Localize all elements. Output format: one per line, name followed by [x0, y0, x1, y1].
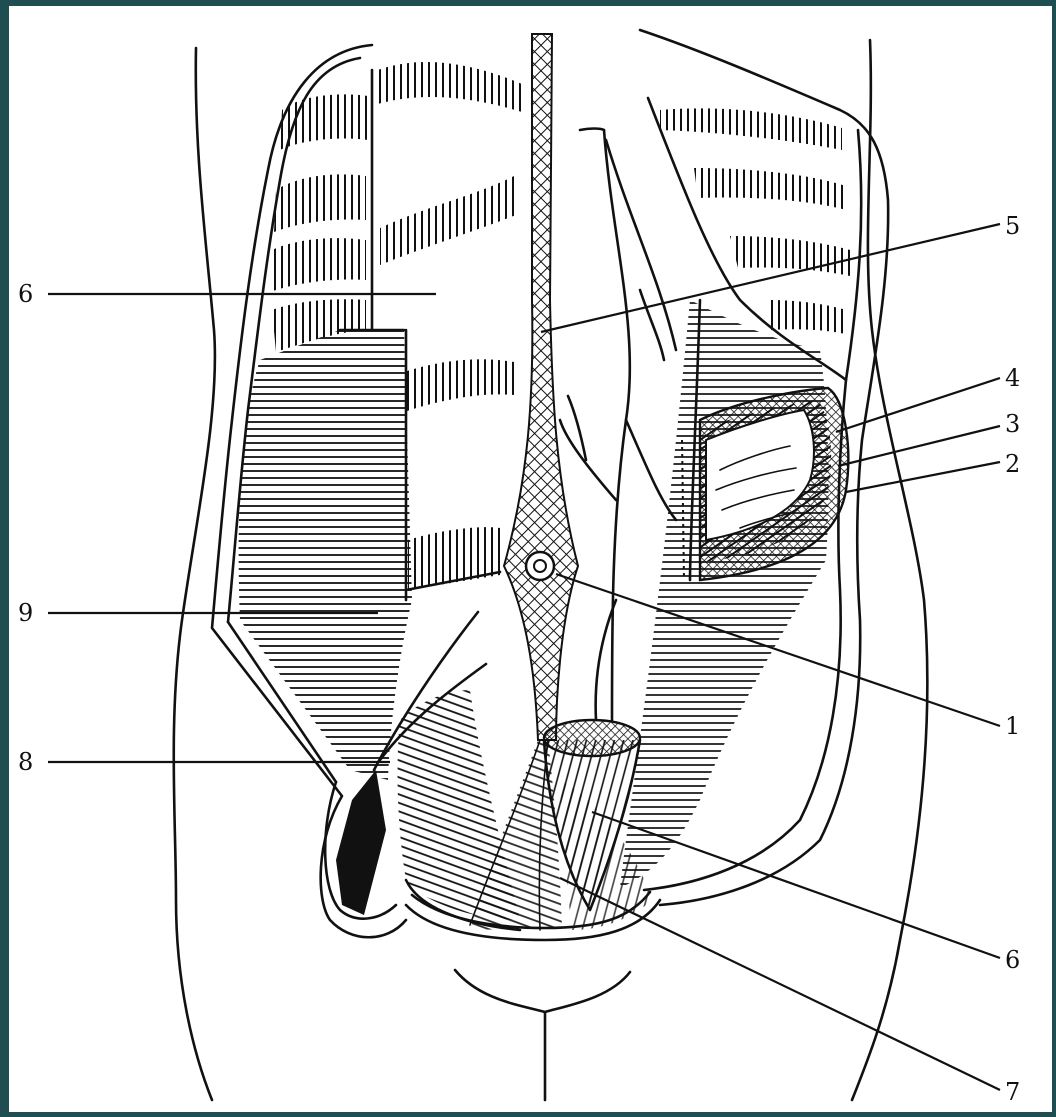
diagram-frame: 5 6 4 3 2 9 1 8 6 7	[9, 6, 1052, 1112]
label-6-right: 6	[1005, 946, 1020, 974]
leader-6-right	[592, 812, 1000, 958]
label-5: 5	[1005, 212, 1020, 240]
number-labels: 5 6 4 3 2 9 1 8 6 7	[18, 212, 1020, 1106]
label-7: 7	[1005, 1078, 1020, 1106]
label-6-left: 6	[18, 280, 33, 308]
leader-2	[846, 462, 1000, 492]
leader-4	[836, 378, 1000, 432]
label-3: 3	[1005, 410, 1020, 438]
leader-lines	[48, 224, 1000, 1090]
label-2: 2	[1005, 450, 1020, 478]
label-1: 1	[1005, 712, 1020, 740]
label-8: 8	[18, 748, 33, 776]
label-4: 4	[1005, 364, 1020, 392]
left-rib-hatching	[270, 70, 372, 352]
label-9: 9	[18, 599, 33, 627]
leader-7	[560, 878, 1000, 1090]
anatomy-illustration: 5 6 4 3 2 9 1 8 6 7	[9, 6, 1052, 1112]
